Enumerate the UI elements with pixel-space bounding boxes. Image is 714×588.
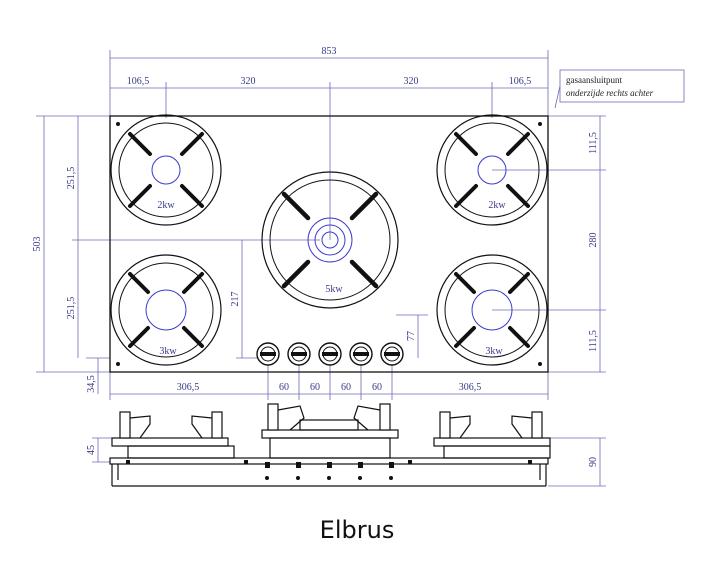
dim-right-top: 111,5 <box>588 132 599 154</box>
dim-left-lower: 251,5 <box>66 297 77 320</box>
burner-power-bottom-right: 3kw <box>485 346 503 357</box>
burner-top-left <box>110 114 222 226</box>
dim-bottom-left: 306,5 <box>177 382 200 393</box>
burner-power-top-right: 2kw <box>488 200 506 211</box>
dim-top-mid-right: 320 <box>404 76 419 87</box>
dim-knob-spacing-3: 60 <box>341 382 351 393</box>
side-view <box>109 403 551 487</box>
burner-power-bottom-left: 3kw <box>159 346 177 357</box>
dim-knob-spacing-4: 60 <box>372 382 382 393</box>
burner-bottom-right <box>436 254 548 366</box>
corner-screws <box>116 122 542 366</box>
knob <box>349 342 373 366</box>
dim-depth: 503 <box>32 237 43 252</box>
knob-stems <box>126 460 532 480</box>
knob <box>256 342 280 366</box>
dim-top-right: 106,5 <box>509 76 532 87</box>
dim-knob-spacing-1: 60 <box>279 382 289 393</box>
dim-side-height: 90 <box>588 457 599 467</box>
burner-top-right <box>436 114 548 226</box>
burner-center <box>261 171 399 309</box>
dim-bottom-left-offset: 34,5 <box>86 375 97 393</box>
burner-bottom-left <box>110 254 222 366</box>
knob <box>287 342 311 366</box>
gas-note-line1: gasaansluitpunt <box>566 75 622 85</box>
burner-power-top-left: 2kw <box>157 200 175 211</box>
dim-overall-width: 853 <box>322 46 337 57</box>
gas-note-line2: onderzijde rechts achter <box>566 88 654 98</box>
product-caption: Elbrus <box>319 516 395 544</box>
dim-side-top: 45 <box>86 445 97 455</box>
dim-knob-spacing-2: 60 <box>310 382 320 393</box>
control-knobs <box>256 342 404 366</box>
dim-right-bottom: 111,5 <box>588 330 599 352</box>
dim-knob-height: 77 <box>406 331 417 341</box>
hob-outline <box>109 115 549 373</box>
dim-left-upper: 251,5 <box>66 167 77 190</box>
dim-bottom-right: 306,5 <box>459 382 482 393</box>
dim-top-left: 106,5 <box>127 76 150 87</box>
dim-right-mid: 280 <box>588 233 599 248</box>
dim-top-mid-left: 320 <box>241 76 256 87</box>
dimension-lines <box>36 50 685 487</box>
hob-technical-drawing: 853 106,5 320 320 106,5 503 251,5 251,5 … <box>32 46 685 487</box>
knob <box>380 342 404 366</box>
dim-center-height: 217 <box>230 292 241 307</box>
knob <box>318 342 342 366</box>
burner-power-center: 5kw <box>325 284 343 295</box>
